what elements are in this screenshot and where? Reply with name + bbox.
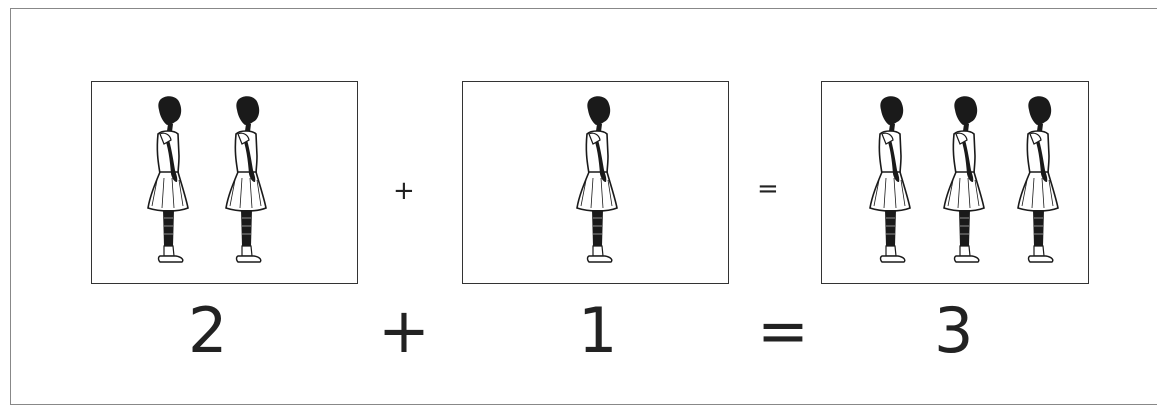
girl-figure-icon — [559, 94, 629, 274]
girl-figure-icon — [1000, 94, 1070, 274]
equals-sign: = — [757, 300, 809, 362]
girl-figure-icon — [852, 94, 922, 274]
small-plus-sign: + — [393, 176, 415, 206]
number-two: 2 — [188, 300, 227, 362]
small-equals-sign: = — [757, 174, 779, 204]
panel-two-girls — [91, 81, 358, 284]
number-three: 3 — [934, 300, 973, 362]
girl-figure-icon — [130, 94, 200, 274]
number-one: 1 — [578, 300, 617, 362]
girl-figure-icon — [926, 94, 996, 274]
panel-one-girl — [462, 81, 729, 284]
panel-three-girls — [821, 81, 1089, 284]
plus-sign: + — [378, 300, 430, 362]
girl-figure-icon — [208, 94, 278, 274]
